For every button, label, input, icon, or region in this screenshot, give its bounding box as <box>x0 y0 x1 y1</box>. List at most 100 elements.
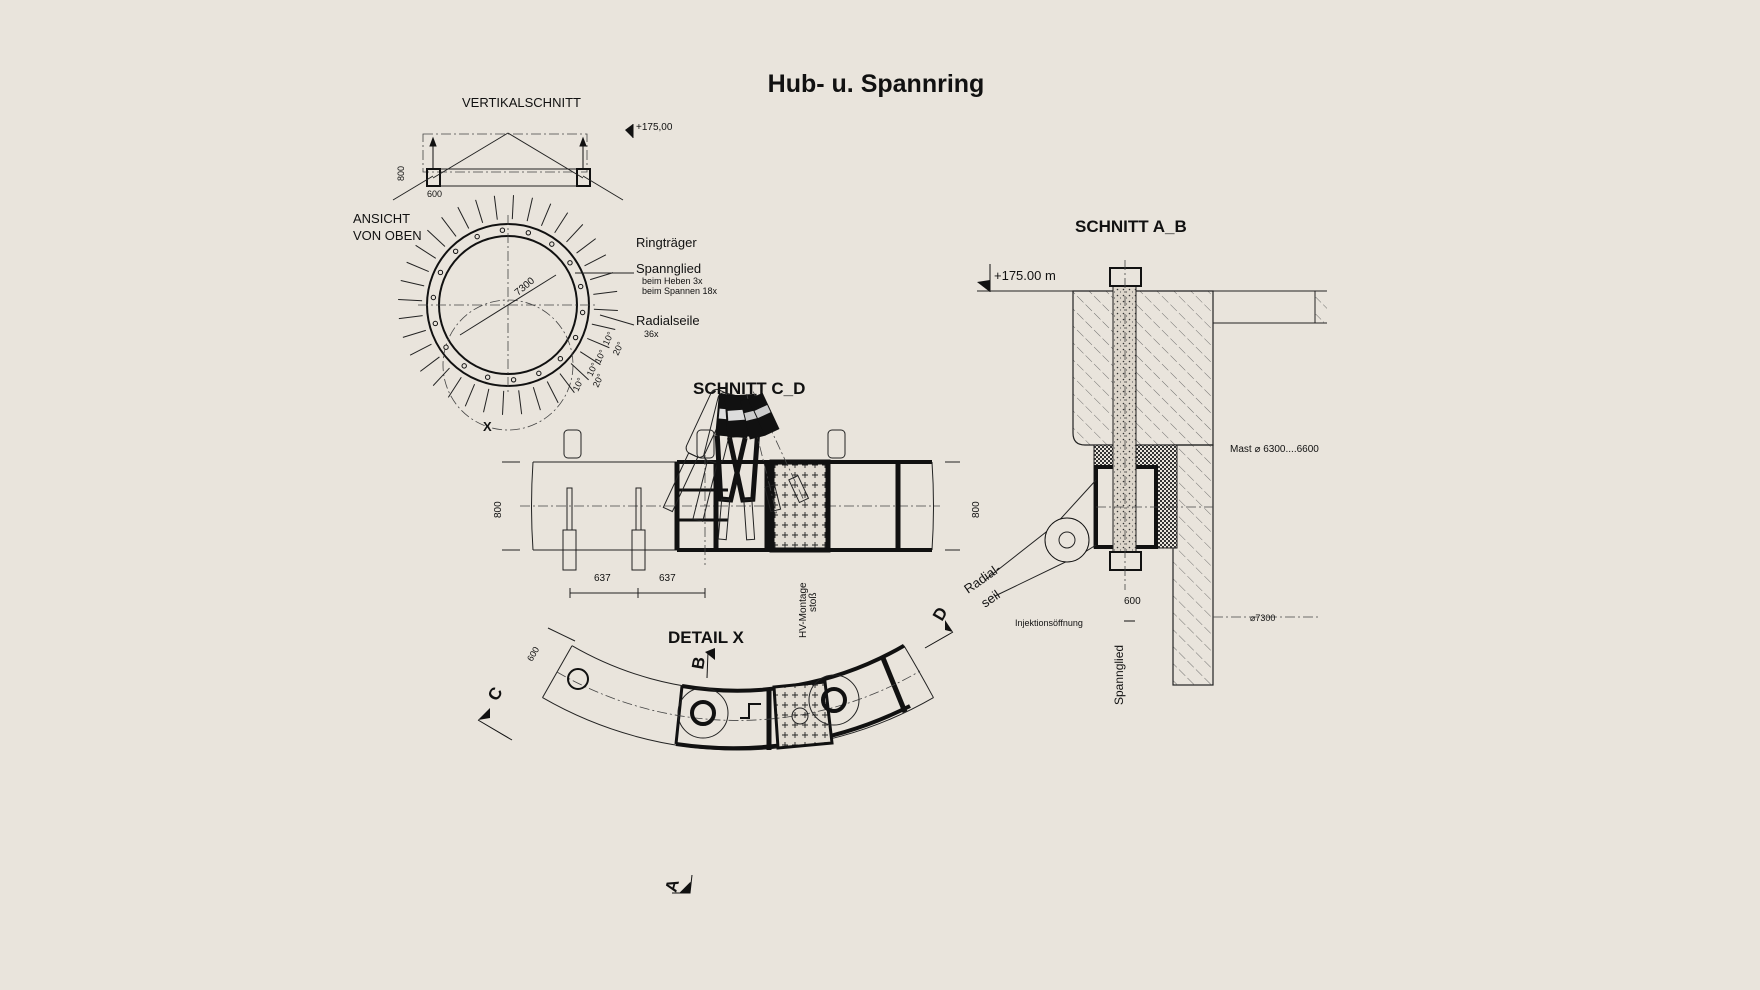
radial-label: Radialseile <box>636 313 700 328</box>
cable-anchor <box>748 391 810 506</box>
top-anchor <box>1109 267 1142 287</box>
spacing-2: 637 <box>659 573 676 584</box>
radial-cable-line <box>493 195 498 220</box>
radial-cable-line <box>398 299 423 302</box>
radial-cable-line <box>502 390 505 415</box>
radial-cable-line <box>483 388 490 413</box>
radial-cable-line <box>576 238 596 254</box>
tendon-hole <box>452 248 459 254</box>
dim-600: 600 <box>525 645 541 663</box>
hole <box>567 668 589 690</box>
detail-x-marker: X <box>483 419 492 434</box>
tendon-label: Spannglied <box>1112 645 1126 705</box>
tendon-posts <box>563 429 846 459</box>
tendon-hole <box>443 344 449 350</box>
radial-cable-line <box>400 280 425 287</box>
tendon-hole <box>432 320 439 327</box>
section-cd: SCHNITT C_D 800 800 637 <box>493 379 982 638</box>
detail-x-title: DETAIL X <box>668 628 745 647</box>
svg-text:D: D <box>929 604 952 624</box>
svg-text:A: A <box>662 877 684 894</box>
view-label-line2: VON OBEN <box>353 228 422 243</box>
radial-cable-line <box>540 203 552 226</box>
radial-cable-line <box>570 363 589 381</box>
tendon-lift-count: beim Heben 3x <box>642 276 703 286</box>
page-title: Hub- u. Spannring <box>768 70 985 98</box>
injection-opening-label: Injektionsöffnung <box>1015 618 1083 628</box>
angle-label: 10° <box>601 330 616 347</box>
top-view: VERTIKALSCHNITT +175,00 800 600 ANSICHT … <box>353 95 718 434</box>
mast-head-concrete <box>1072 290 1214 446</box>
radial-cable-line <box>591 323 616 330</box>
ring-plan: 7300 <box>398 195 618 431</box>
radial-cable-line <box>587 337 610 349</box>
splice-label-line2: stoß <box>808 593 819 612</box>
tendon-hole <box>437 269 444 276</box>
tendon-label: Spannglied <box>636 261 701 276</box>
radial-cable-line <box>579 351 601 366</box>
tendon-hole <box>567 260 573 266</box>
radial-cable-line <box>457 206 470 229</box>
radial-cable-line <box>554 212 569 234</box>
radial-cable-lug <box>984 479 1097 597</box>
section-ab-title: SCHNITT A_B <box>1075 217 1187 236</box>
tendon-hole <box>577 283 584 290</box>
hangers <box>562 487 646 571</box>
cut-marker-c: C <box>477 684 513 741</box>
diameter-label: ⌀7300 <box>1250 613 1275 623</box>
radial-count: 36x <box>644 329 659 339</box>
cut-marker-d: D <box>924 604 954 649</box>
radial-cable-line <box>526 197 533 222</box>
tendon-hole <box>510 377 517 383</box>
radial-cable-line <box>402 329 426 338</box>
radial-cable-line <box>593 308 618 311</box>
tendon-hole <box>579 309 586 316</box>
splice-plate <box>772 680 834 750</box>
radial-cable-line <box>566 224 584 243</box>
dim-right: 800 <box>971 501 982 518</box>
tendon-hole <box>499 227 506 233</box>
radial-cable-line <box>432 367 450 386</box>
radial-cable-line <box>590 272 614 281</box>
radial-cable-line <box>420 356 440 372</box>
cut-marker-a: A <box>662 874 693 894</box>
radial-cable-line <box>464 384 476 407</box>
tendon-tension-count: beim Spannen 18x <box>642 286 718 296</box>
radial-cable-line <box>441 217 457 237</box>
level-marker: +175,00 <box>625 122 673 138</box>
radial-cable-line <box>546 381 559 404</box>
tendon-hole <box>572 334 579 341</box>
angle-label: 20° <box>611 340 626 357</box>
radial-cable-line <box>475 199 484 223</box>
dim-600: 600 <box>1124 596 1141 607</box>
radial-cable-line <box>447 376 462 398</box>
radial-cable-line <box>398 315 423 320</box>
vertical-section-sketch: 800 600 <box>392 132 624 201</box>
angle-label: 10° <box>571 376 586 393</box>
vertical-section-label: VERTIKALSCHNITT <box>462 95 581 110</box>
radial-cable-line <box>415 244 437 259</box>
cut-marker-b: B <box>688 648 715 679</box>
radial-label-line2: seil <box>978 587 1003 611</box>
view-label-line1: ANSICHT <box>353 211 410 226</box>
hv-splice-plate <box>769 459 831 553</box>
spacing-1: 637 <box>594 573 611 584</box>
splice-label-line1: HV-Montage <box>798 582 809 638</box>
tendon-hole <box>484 374 491 380</box>
dim-width: 600 <box>427 189 442 199</box>
tendon-hole <box>474 233 480 240</box>
svg-text:C: C <box>484 684 507 704</box>
mast-wall <box>1172 444 1214 686</box>
level-label: +175,00 <box>636 122 673 133</box>
angle-label: 10° <box>593 348 608 365</box>
tendon-hole <box>461 363 467 369</box>
level-marker: +175.00 m <box>977 264 1073 292</box>
radial-cable-line <box>518 390 523 415</box>
radial-cable-line <box>593 290 618 295</box>
section-ab: SCHNITT A_B +175.00 m Radial- seil Mast … <box>961 217 1327 705</box>
radial-cable-line <box>406 261 429 273</box>
level-label: +175.00 m <box>994 268 1056 283</box>
svg-text:B: B <box>688 655 709 670</box>
